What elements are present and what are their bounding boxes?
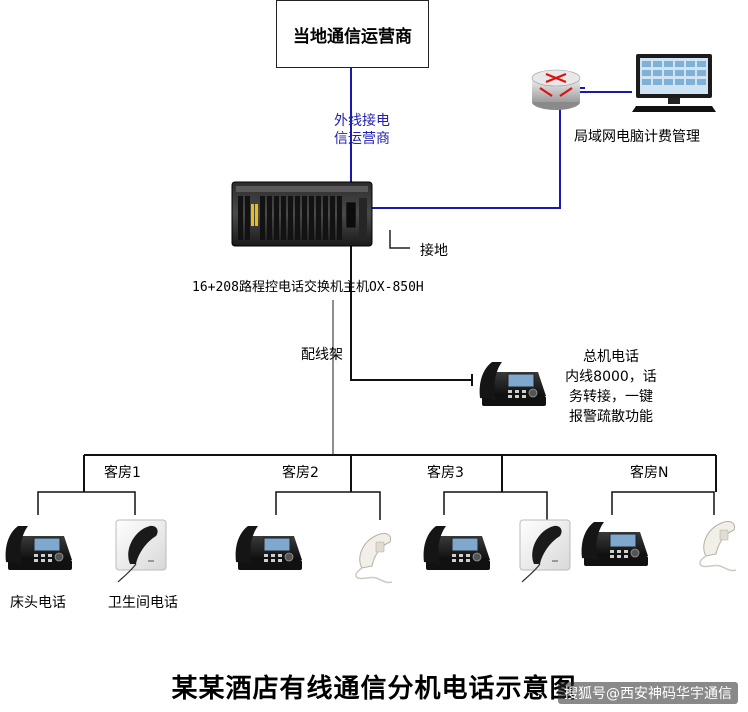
room3-label: 客房3 [427,465,464,481]
connection-lines [37,66,717,520]
room2-bedside-phone-icon [235,525,303,571]
frame-label: 配线架 [301,347,343,363]
watermark: 搜狐号@西安神码华宇通信 [558,682,738,704]
roomN-bathroom-phone-icon [699,520,737,572]
bedside-phone-label: 床头电话 [10,595,66,611]
operator-line [350,246,472,381]
billing-label: 局域网电脑计费管理 [574,129,700,145]
room3-bathroom-phone-icon [519,519,571,583]
operator-note-line2: 内线8000，话 [565,369,657,385]
operator-note: 总机电话 内线8000，话 务转接，一键 报警疏散功能 [556,347,666,427]
carrier-label: 当地通信运营商 [293,26,412,47]
room2-label: 客房2 [282,465,319,481]
trunk-label-line2: 信运营商 [334,131,390,147]
room3-bedside-phone-icon [423,525,491,571]
pbx-label: 16+208路程控电话交换机主机OX-850H [192,280,424,295]
operator-note-line3: 务转接，一键 [569,389,653,405]
room1-bathroom-phone-icon [115,519,167,583]
roomN-label: 客房N [630,465,669,481]
roomN-bedside-phone-icon [581,521,649,567]
diagram-title: 某某酒店有线通信分机电话示意图 [171,674,577,704]
trunk-label-line1: 外线接电 [334,113,390,129]
router-icon [531,69,581,110]
operator-note-line1: 总机电话 [583,349,639,365]
billing-line [372,91,632,209]
computer-icon [632,54,716,112]
room2-bathroom-phone-icon [355,532,393,584]
operator-phone-icon [479,361,547,407]
bathroom-phone-label: 卫生间电话 [108,595,178,611]
operator-note-line4: 报警疏散功能 [569,409,653,425]
ground-label: 接地 [420,243,448,259]
carrier-box: 当地通信运营商 [276,0,429,68]
ground-line [389,230,410,249]
room1-label: 客房1 [104,465,141,481]
room1-bedside-phone-icon [5,525,73,571]
pbx-chassis [231,181,373,247]
